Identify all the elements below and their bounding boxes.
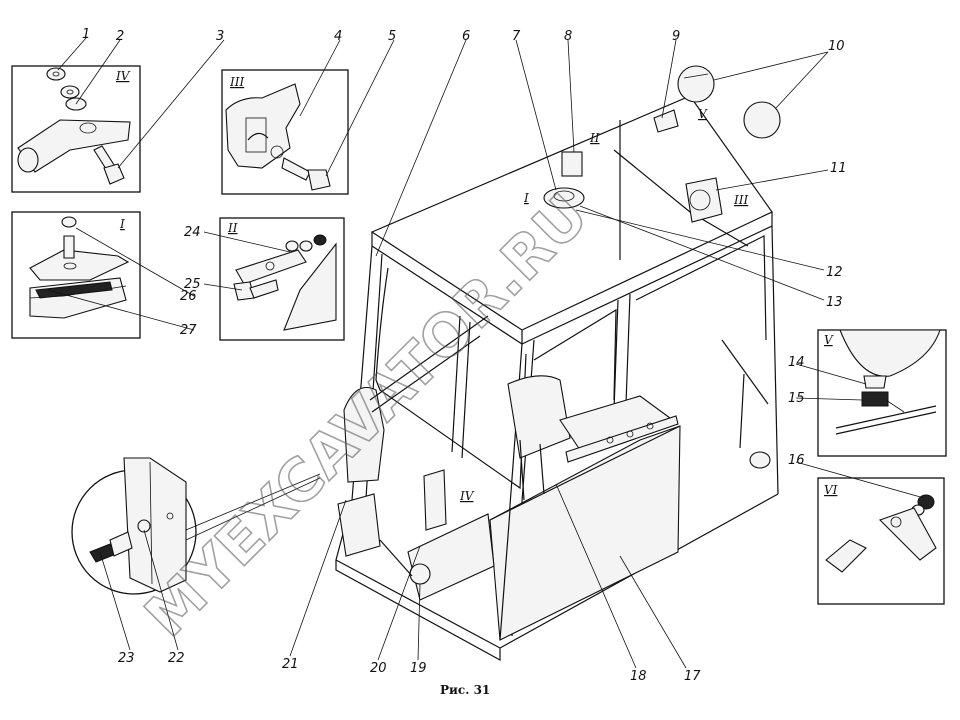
inset-view-ii: II [219,217,345,341]
inset-view-v: V [817,329,947,457]
callout-19: 19 [410,661,427,676]
inset-view-i: I [11,211,141,339]
callout-17: 17 [684,669,701,684]
inset-iv-label: IV [115,69,131,83]
cab-view-ii: II [589,131,600,145]
callout-2: 2 [116,29,124,44]
inset-v-label: V [824,333,834,347]
callout-9: 9 [672,29,680,44]
callout-23: 23 [118,651,135,666]
inset-ii-label: II [227,221,238,235]
callout-18: 18 [630,669,647,684]
callout-3: 3 [216,29,224,44]
cab-view-iv: IV [459,489,475,503]
callout-10: 10 [828,39,845,54]
cab-view-i: I [523,191,529,205]
callout-14: 14 [788,355,805,370]
callout-26: 26 [180,289,197,304]
cab-view-iii: III [733,193,748,207]
callout-20: 20 [370,661,387,676]
cab-view-markers: I II III IV V [459,107,748,503]
cab-body [335,65,781,662]
callout-6: 6 [462,29,470,44]
callout-15: 15 [788,391,805,406]
inset-view-vi: VI [817,477,945,605]
callout-11: 11 [830,161,847,176]
callout-24: 24 [184,225,201,240]
callout-27: 27 [180,323,197,338]
callout-5: 5 [388,29,396,44]
callout-12: 12 [826,265,843,280]
callout-25: 25 [184,277,201,292]
inset-view-iii: III [221,69,349,195]
callout-8: 8 [564,29,572,44]
inset-vi-label: VI [824,483,838,497]
leader-lines [47,37,925,669]
callout-numbers: 1 2 3 4 5 6 7 8 9 10 11 12 13 14 15 16 1… [82,27,847,684]
callout-16: 16 [788,453,805,468]
inset-iii-label: III [229,75,244,89]
inset-view-iv: IV [11,65,141,193]
callout-7: 7 [512,29,521,44]
cab-view-v: V [698,107,708,121]
callout-22: 22 [168,651,185,666]
callout-21: 21 [282,657,299,672]
callout-1: 1 [82,27,90,42]
callout-4: 4 [334,29,342,44]
inset-i-label: I [119,217,125,231]
figure-caption: Рис. 31 [440,683,490,697]
callout-13: 13 [826,295,843,310]
